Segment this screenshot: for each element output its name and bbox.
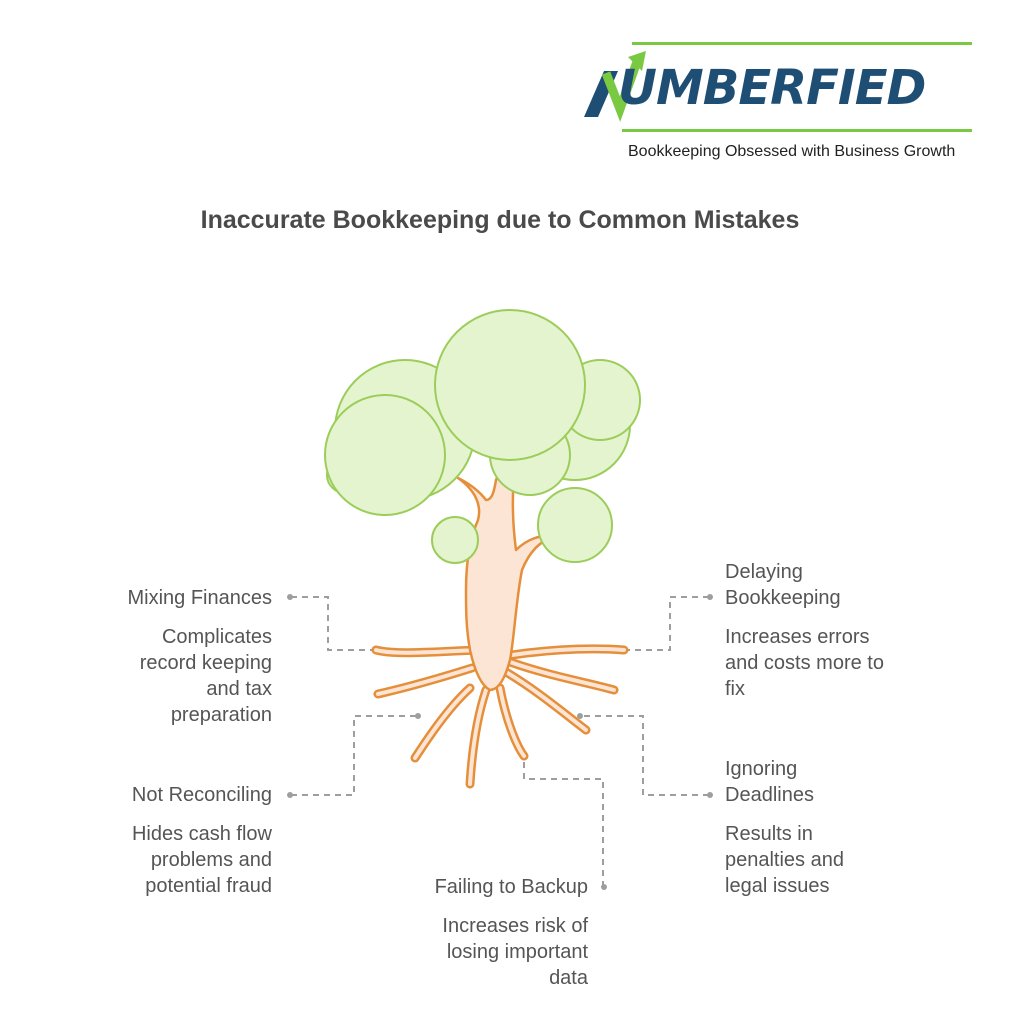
- connector-lines: [291, 596, 709, 887]
- mistake-heading: Mixing Finances: [127, 587, 272, 609]
- description-line: penalties and: [725, 849, 844, 871]
- description-line: and costs more to: [725, 652, 884, 674]
- description-line: preparation: [170, 704, 272, 726]
- description-line: fix: [725, 678, 745, 700]
- mistake-heading: Delaying: [725, 561, 803, 583]
- logo-top-rule: [632, 42, 972, 45]
- description-line: Complicates: [161, 626, 272, 648]
- connector-mixing-finances: [291, 596, 378, 651]
- description-line: data: [549, 967, 588, 989]
- description-line: and tax: [206, 678, 272, 700]
- mistake-not-reconciling-description: Hides cash flow problems and potential f…: [60, 821, 272, 899]
- tree-trunk: [456, 468, 557, 692]
- tree-foliage: [324, 309, 641, 564]
- description-line: record keeping: [139, 652, 272, 674]
- description-line: potential fraud: [145, 875, 272, 897]
- connector-delaying: [622, 596, 709, 651]
- description-line: legal issues: [725, 875, 830, 897]
- brand-logo: UMBERFIED Bookkeeping Obsessed with Busi…: [582, 40, 982, 165]
- mistake-delaying-bookkeeping: Delaying Bookkeeping: [725, 559, 945, 611]
- mistake-ignoring-deadlines-description: Results in penalties and legal issues: [725, 821, 945, 899]
- mistake-mixing-finances-description: Complicates record keeping and tax prepa…: [60, 624, 272, 728]
- mistake-heading: Deadlines: [725, 784, 814, 806]
- mistake-failing-backup-description: Increases risk of losing important data: [380, 913, 588, 991]
- connector-ignoring: [580, 715, 709, 796]
- page-title: Inaccurate Bookkeeping due to Common Mis…: [200, 206, 800, 234]
- mistake-not-reconciling: Not Reconciling: [60, 782, 272, 808]
- description-line: Increases risk of: [442, 915, 588, 937]
- connector-not-reconciling: [291, 715, 418, 796]
- tree-roots-fill: [374, 646, 626, 786]
- mistake-heading: Not Reconciling: [131, 784, 272, 806]
- mistake-failing-backup: Failing to Backup: [380, 874, 588, 900]
- logo-bottom-rule: [622, 129, 972, 132]
- description-line: Hides cash flow: [131, 823, 272, 845]
- mistake-mixing-finances: Mixing Finances: [60, 585, 272, 611]
- mistake-heading: Failing to Backup: [434, 876, 588, 898]
- brand-tagline: Bookkeeping Obsessed with Business Growt…: [628, 143, 956, 160]
- description-line: Results in: [725, 823, 813, 845]
- mistake-ignoring-deadlines: Ignoring Deadlines: [725, 756, 945, 808]
- mistake-heading: Bookkeeping: [725, 587, 841, 609]
- logo-n-arrow-icon: [584, 51, 646, 122]
- description-line: Increases errors: [725, 626, 870, 648]
- description-line: problems and: [150, 849, 272, 871]
- brand-name: UMBERFIED: [618, 60, 926, 116]
- connector-failing-backup: [523, 757, 604, 887]
- description-line: losing important: [446, 941, 588, 963]
- mistake-delaying-bookkeeping-description: Increases errors and costs more to fix: [725, 624, 945, 702]
- mistake-heading: Ignoring: [725, 758, 798, 780]
